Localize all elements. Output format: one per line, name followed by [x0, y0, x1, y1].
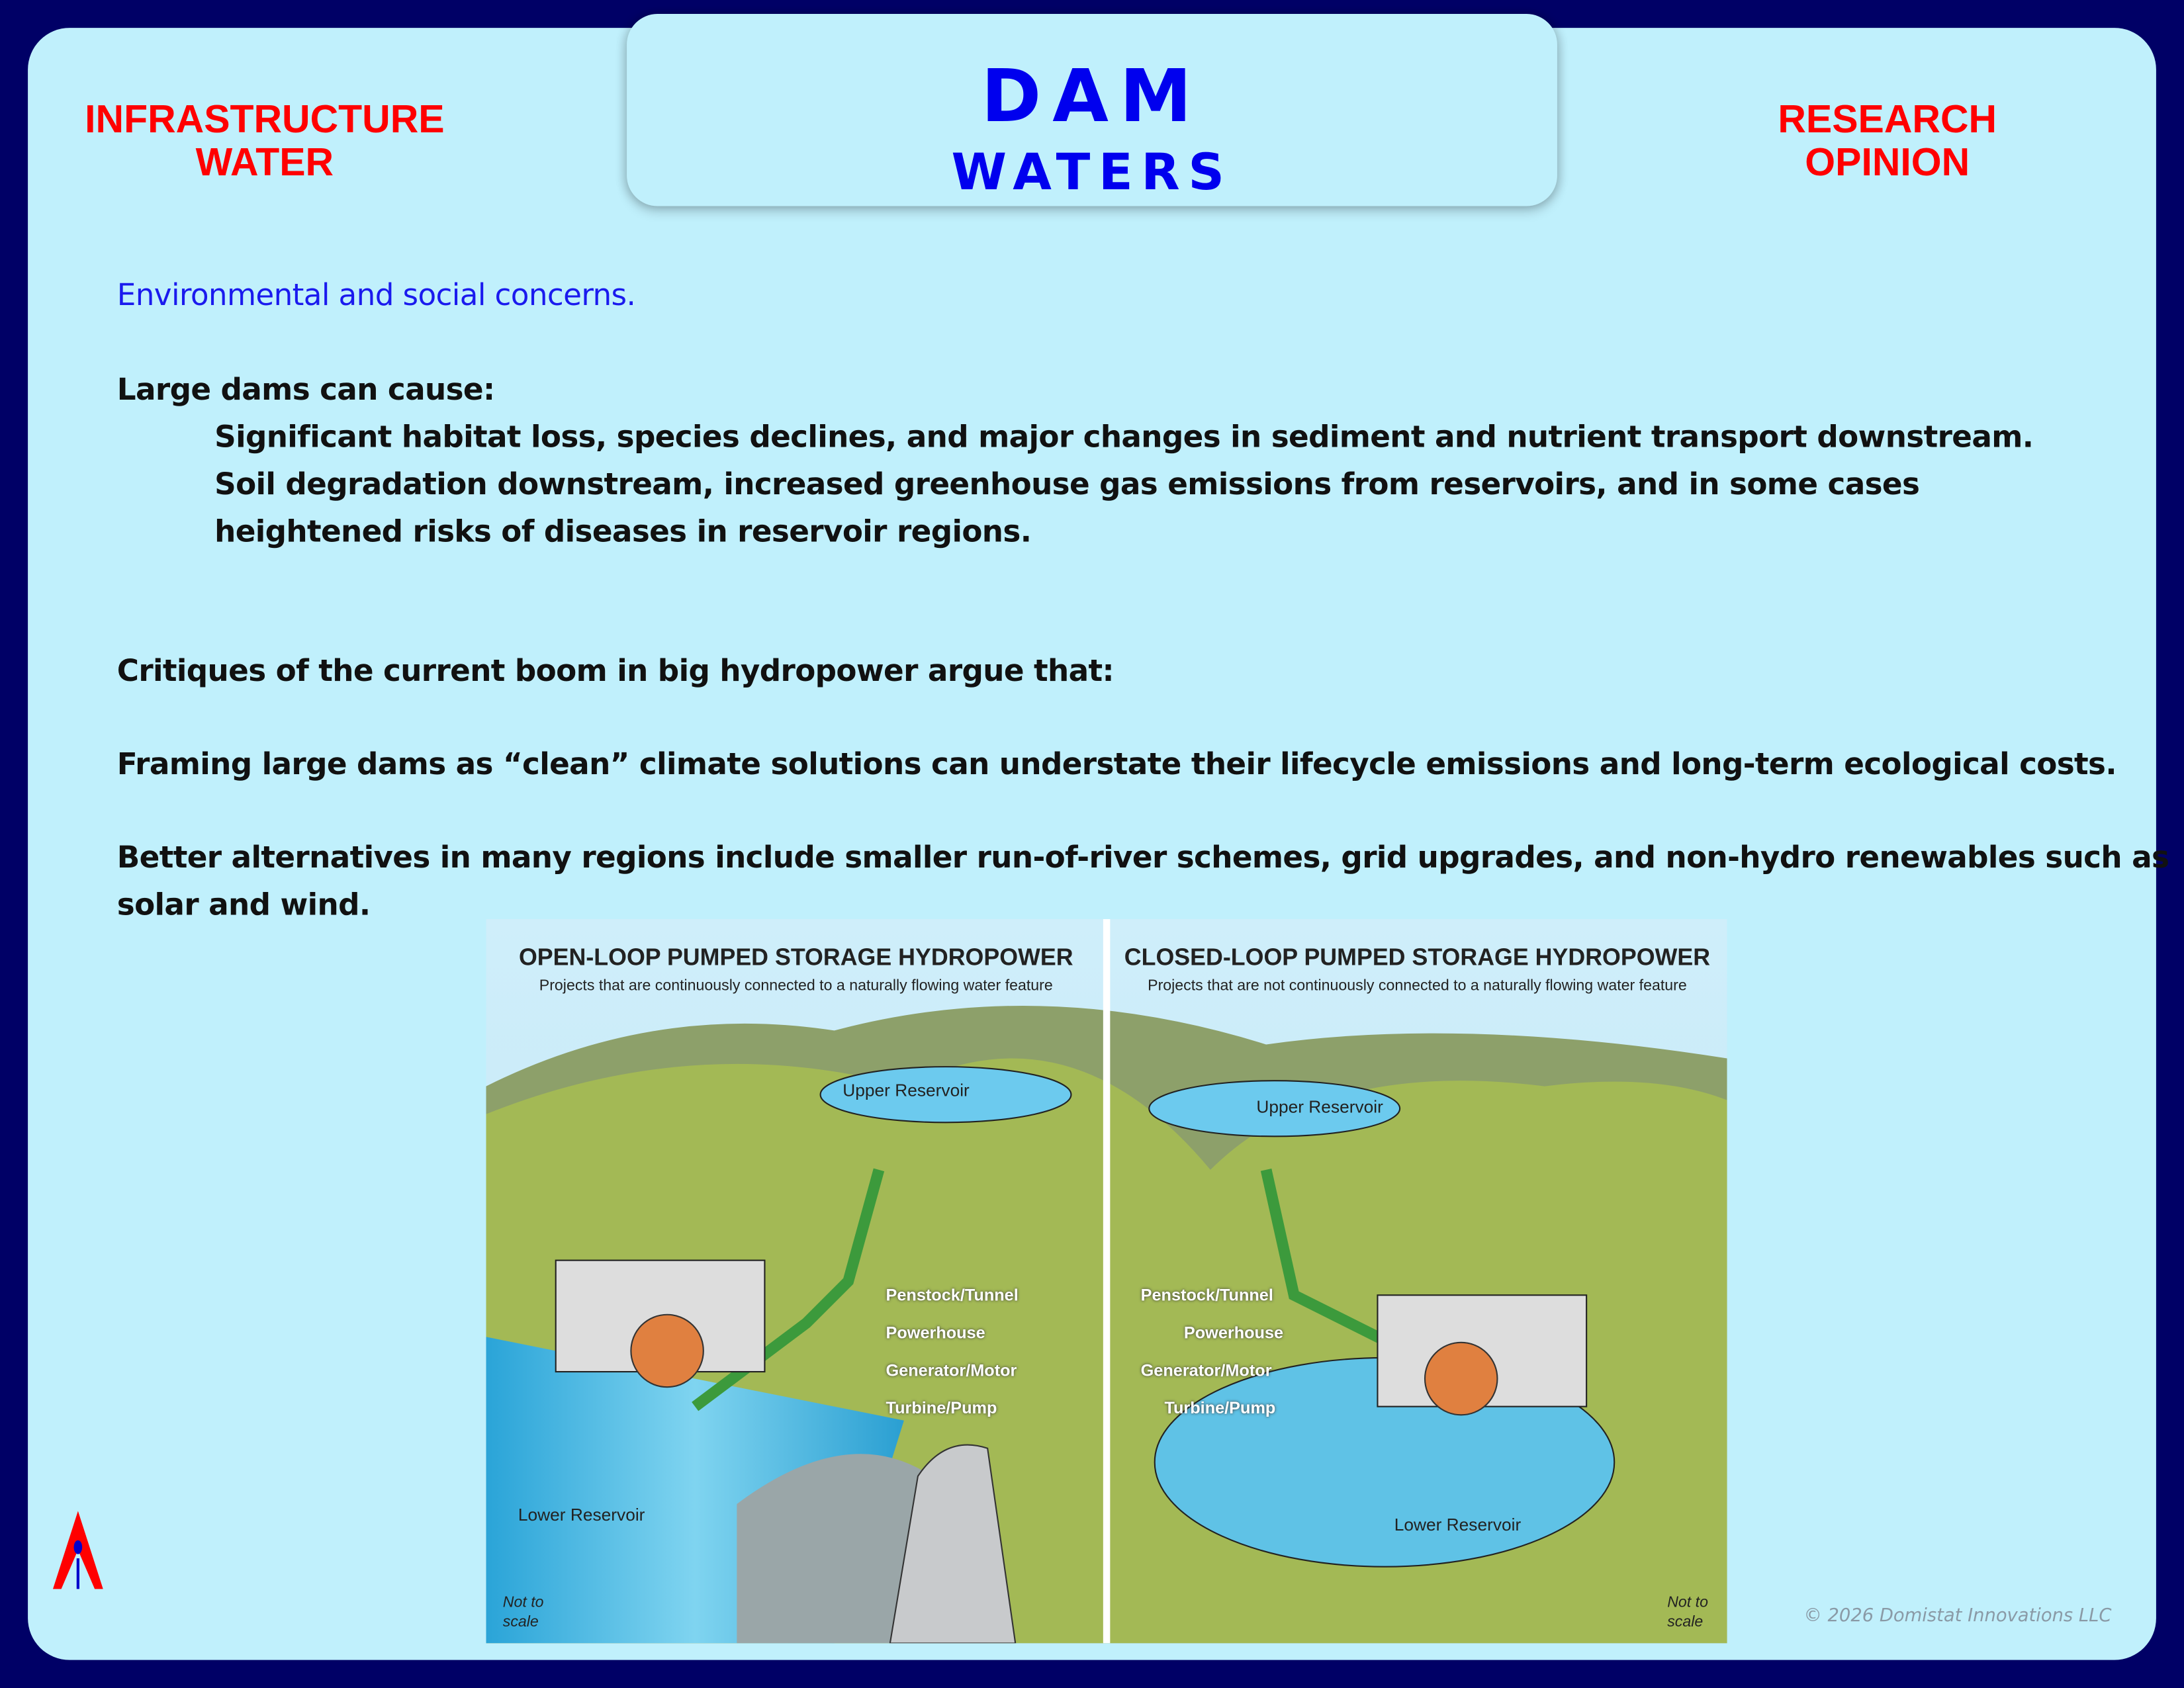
bullet-2b: heightened risks of diseases in reservoi… [214, 515, 1032, 551]
bullet-1: Significant habitat loss, species declin… [214, 420, 2034, 456]
right-not-to-scale: Not to scale [1667, 1593, 1708, 1632]
critique-point-2b: solar and wind. [116, 888, 371, 924]
category-line-1: INFRASTRUCTURE [85, 97, 445, 141]
type-line-1: RESEARCH [1778, 97, 1997, 141]
logo-icon [52, 1511, 103, 1589]
left-lower-reservoir-label: Lower Reservoir [518, 1505, 645, 1525]
critique-point-2a: Better alternatives in many regions incl… [116, 841, 2169, 876]
intro-text: Large dams can cause: [116, 373, 495, 408]
title-tab [627, 14, 1557, 206]
penstock-label-right: Penstock/Tunnel [1140, 1285, 1273, 1306]
right-figure-subtitle: Projects that are not continuously conne… [1148, 977, 1687, 995]
not-to-scale-line-1: Not to [502, 1594, 544, 1612]
page-title: DAM [981, 56, 1203, 140]
figure-illustration [486, 919, 1727, 1644]
penstock-label-left: Penstock/Tunnel [886, 1285, 1019, 1306]
generator-label-right: Generator/Motor [1140, 1360, 1272, 1380]
left-figure-title: OPEN-LOOP PUMPED STORAGE HYDROPOWER [518, 944, 1073, 971]
left-not-to-scale: Not to scale [503, 1593, 544, 1632]
powerhouse-label-left: Powerhouse [886, 1323, 985, 1343]
not-to-scale-line-2: scale [1667, 1614, 1704, 1631]
type-line-2: OPINION [1805, 140, 1970, 184]
critique-intro: Critiques of the current boom in big hyd… [116, 654, 1115, 689]
type-label: RESEARCH OPINION [1713, 97, 2062, 183]
right-upper-reservoir-label: Upper Reservoir [1256, 1097, 1383, 1117]
left-figure-subtitle: Projects that are continuously connected… [539, 977, 1053, 995]
turbine-label-left: Turbine/Pump [886, 1398, 997, 1418]
right-lower-reservoir-label: Lower Reservoir [1394, 1515, 1522, 1535]
right-figure-title: CLOSED-LOOP PUMPED STORAGE HYDROPOWER [1124, 944, 1711, 971]
left-upper-reservoir-label: Upper Reservoir [842, 1081, 970, 1100]
page-subtitle: WATERS [951, 144, 1233, 202]
bullet-2a: Soil degradation downstream, increased g… [214, 468, 1920, 503]
generator-label-left: Generator/Motor [886, 1360, 1017, 1380]
not-to-scale-line-1: Not to [1667, 1594, 1708, 1612]
copyright: © 2026 Domistat Innovations LLC [1803, 1605, 2112, 1627]
powerhouse-label-right: Powerhouse [1183, 1323, 1284, 1343]
turbine-label-right: Turbine/Pump [1164, 1398, 1276, 1418]
category-label: INFRASTRUCTURE WATER [56, 97, 473, 183]
not-to-scale-line-2: scale [502, 1614, 539, 1631]
critique-point-1: Framing large dams as “clean” climate so… [116, 748, 2117, 783]
category-line-2: WATER [195, 140, 334, 184]
pumped-storage-figure: OPEN-LOOP PUMPED STORAGE HYDROPOWER Proj… [486, 919, 1727, 1644]
section-heading: Environmental and social concerns. [116, 278, 636, 314]
